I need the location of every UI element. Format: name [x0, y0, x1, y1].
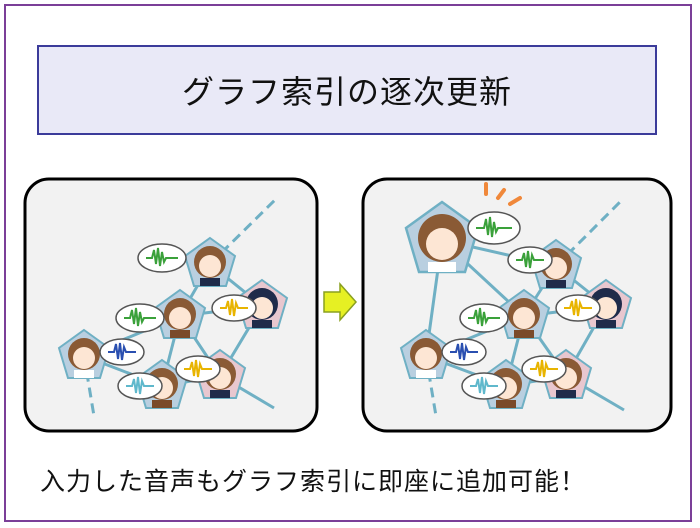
graph-before-bubbles — [99, 243, 257, 400]
speech-bubble-icon — [137, 243, 187, 273]
slide-title: グラフ索引の逐次更新 — [181, 73, 512, 111]
slide-caption: 入力した音声もグラフ索引に即座に追加可能！ — [40, 467, 587, 496]
speech-bubble-icon — [461, 372, 507, 400]
speech-bubble-icon — [459, 303, 509, 333]
graph-after-panel — [361, 177, 673, 433]
waveform-icon — [468, 307, 500, 327]
waveform-icon — [126, 376, 154, 395]
speech-bubble-icon — [117, 372, 163, 400]
speech-bubble-icon — [467, 211, 521, 245]
waveform-icon — [476, 216, 512, 238]
title-box: グラフ索引の逐次更新 — [37, 45, 657, 135]
graph-before-nodes — [57, 236, 289, 409]
waveform-icon — [220, 298, 248, 317]
slide-frame — [4, 4, 692, 522]
speech-bubble-icon — [99, 338, 145, 366]
speech-bubble-icon — [175, 355, 221, 383]
waveform-icon — [516, 250, 544, 269]
waveform-icon — [108, 342, 136, 361]
graph-after-bubbles — [441, 211, 601, 400]
speech-bubble-icon — [211, 294, 257, 322]
speech-bubble-icon — [521, 355, 567, 383]
waveform-icon — [530, 359, 558, 378]
waveform-icon — [564, 298, 592, 317]
person-icon — [497, 288, 551, 339]
speech-bubble-icon — [115, 303, 165, 333]
waveform-icon — [124, 307, 156, 327]
person-icon — [183, 236, 237, 287]
waveform-icon — [146, 247, 178, 267]
speech-bubble-icon — [555, 294, 601, 322]
person-icon — [404, 200, 480, 274]
waveform-icon — [470, 376, 498, 395]
waveform-icon — [184, 359, 212, 378]
person-icon — [153, 288, 207, 339]
arrow-right-icon — [323, 282, 358, 322]
person-icon — [57, 328, 111, 379]
waveform-icon — [450, 342, 478, 361]
burst-icon — [484, 182, 522, 206]
speech-bubble-icon — [441, 338, 487, 366]
graph-before-panel — [23, 177, 319, 433]
speech-bubble-icon — [507, 246, 553, 274]
